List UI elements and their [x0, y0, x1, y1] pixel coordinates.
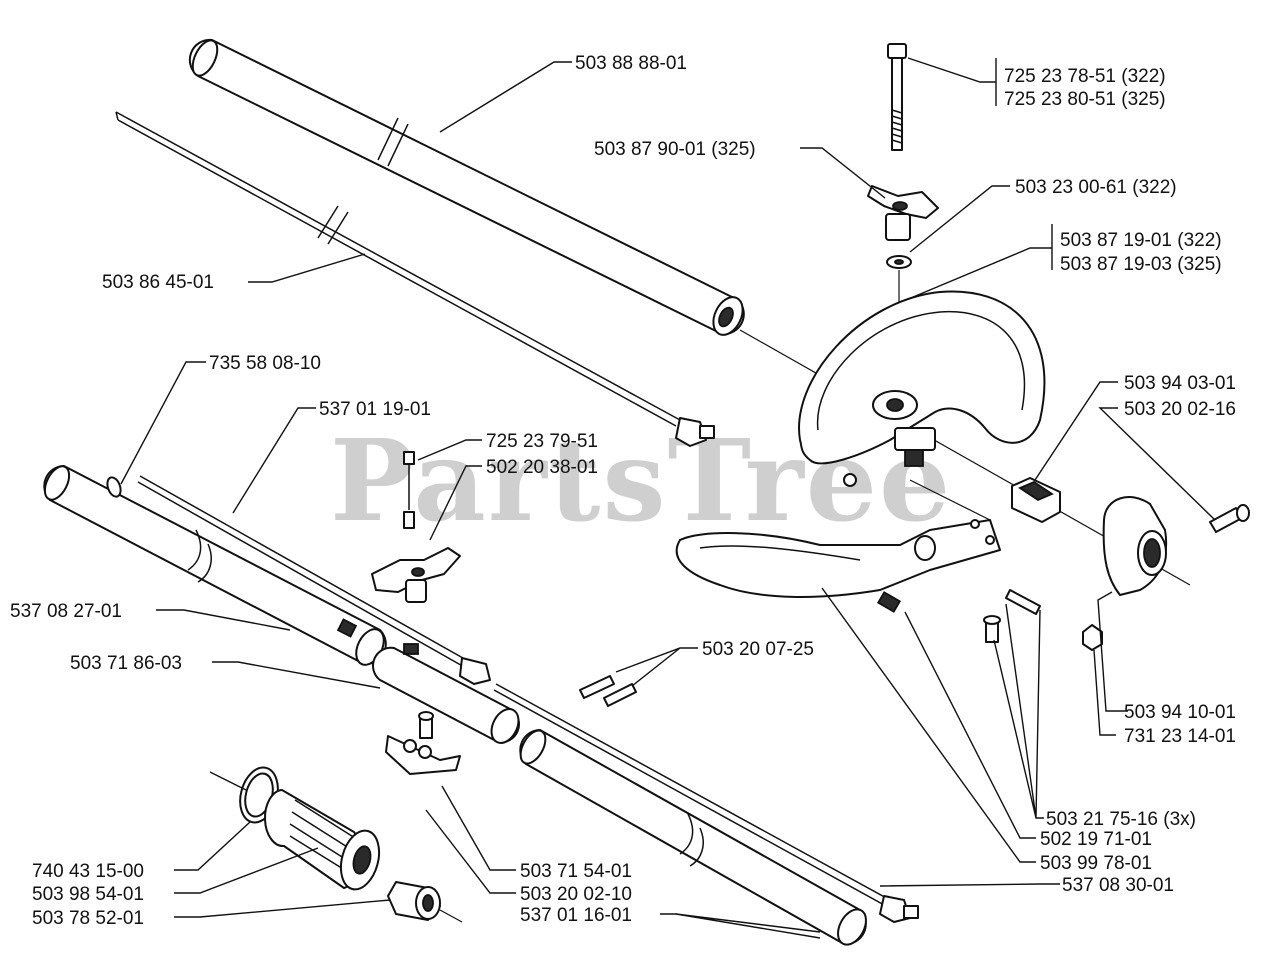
- front-screw-washer: [106, 451, 415, 529]
- label-503-71-86-03: 503 71 86-03: [70, 653, 182, 674]
- lower-tube-left: [43, 465, 387, 666]
- label-503-94-10-01: 503 94 10-01: [1124, 702, 1236, 723]
- label-502-19-71-01: 502 19 71-01: [1040, 829, 1152, 850]
- clamp-block: [1011, 477, 1061, 523]
- label-725-23-78-51: 725 23 78-51 (322): [1004, 66, 1166, 87]
- bushing: [387, 881, 441, 921]
- label-503-78-52-01: 503 78 52-01: [32, 908, 144, 929]
- bearing-sleeve: [264, 789, 381, 891]
- label-725-23-80-51: 725 23 80-51 (325): [1004, 89, 1166, 110]
- leader-lines: [120, 57, 1216, 939]
- washer: [886, 255, 912, 269]
- lower-shaft-rod: [137, 475, 491, 685]
- upper-shaft-tube: [188, 38, 745, 336]
- label-503-88-88-01: 503 88 88-01: [575, 53, 687, 74]
- label-725-23-79-51: 725 23 79-51: [486, 431, 598, 452]
- bracket-handle: [675, 519, 1001, 613]
- label-503-71-54-01: 503 71 54-01: [520, 861, 632, 882]
- coupling-tube: [372, 643, 520, 744]
- coupling-clamp: [385, 711, 461, 775]
- label-503-99-78-01: 503 99 78-01: [1040, 853, 1152, 874]
- label-503-21-75-16: 503 21 75-16 (3x): [1046, 809, 1196, 830]
- label-537-01-16-01: 537 01 16-01: [520, 905, 632, 926]
- label-503-94-03-01: 503 94 03-01: [1124, 373, 1236, 394]
- label-502-20-38-01: 502 20 38-01: [486, 457, 598, 478]
- label-503-86-45-01: 503 86 45-01: [102, 272, 214, 293]
- label-731-23-14-01: 731 23 14-01: [1124, 726, 1236, 747]
- label-503-87-19-01: 503 87 19-01 (322): [1060, 230, 1222, 251]
- lower-tube-right: [519, 729, 867, 946]
- clamp-screw: [1209, 504, 1250, 533]
- part-labels: 503 88 88-01 725 23 78-51 (322) 725 23 8…: [10, 53, 1236, 929]
- handle-bolt: [887, 43, 907, 151]
- clamp-nut: [1082, 624, 1103, 651]
- label-537-08-27-01: 537 08 27-01: [10, 601, 122, 622]
- label-503-87-19-03: 503 87 19-03 (325): [1060, 254, 1222, 275]
- bracket-screws: [983, 589, 1041, 643]
- label-503-23-00-61: 503 23 00-61 (322): [1015, 177, 1177, 198]
- label-503-20-02-10: 503 20 02-10: [520, 884, 632, 905]
- drive-shaft: [115, 111, 1191, 586]
- shaft-screws: [579, 675, 637, 707]
- label-537-08-30-01: 537 08 30-01: [1062, 875, 1174, 896]
- lower-drive-shaft: [493, 683, 919, 923]
- label-740-43-15-00: 740 43 15-00: [32, 861, 144, 882]
- label-503-20-07-25: 503 20 07-25: [702, 639, 814, 660]
- label-503-98-54-01: 503 98 54-01: [32, 884, 144, 905]
- label-735-58-08-10: 735 58 08-10: [209, 353, 321, 374]
- label-537-01-19-01: 537 01 19-01: [319, 399, 431, 420]
- knob-lower: [371, 547, 461, 603]
- label-503-20-02-16: 503 20 02-16: [1124, 399, 1236, 420]
- handle-clamp-body: [1102, 496, 1168, 596]
- label-503-87-90-01: 503 87 90-01 (325): [594, 139, 756, 160]
- loop-handle: [798, 290, 1046, 487]
- wing-knob: [867, 185, 939, 241]
